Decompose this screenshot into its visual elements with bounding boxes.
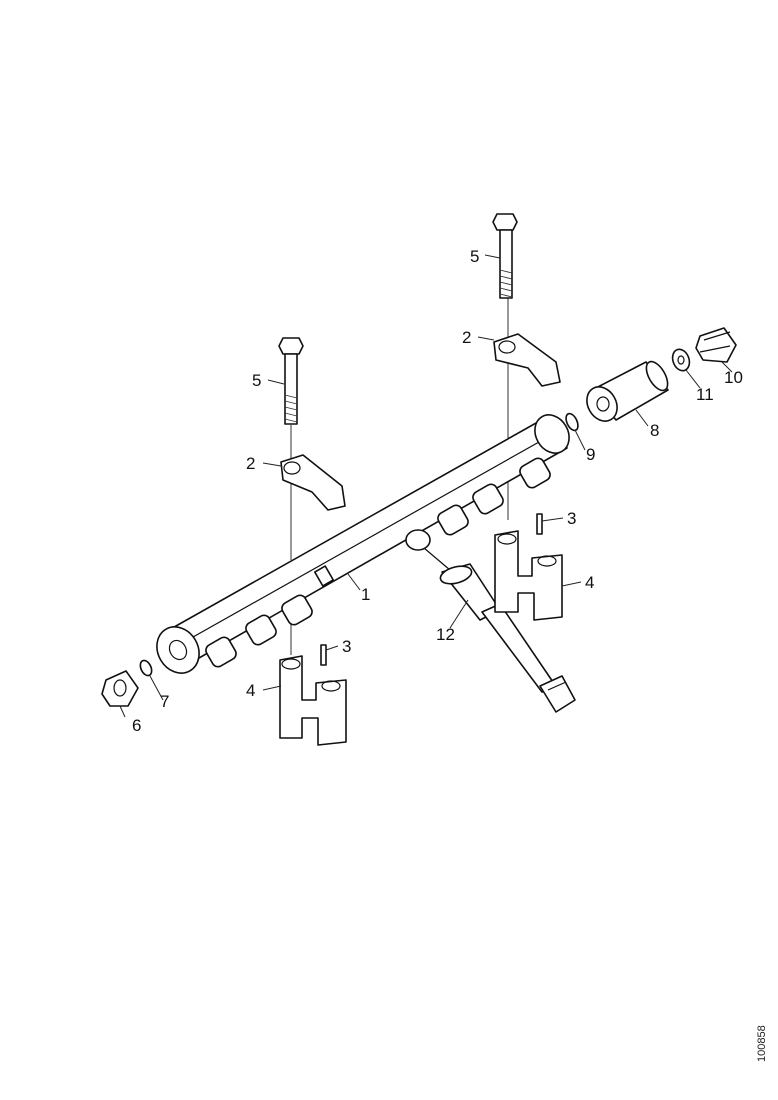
bracket-left-part-4: [279, 655, 347, 746]
callout-3-left: 3: [342, 637, 351, 656]
bracket-right-part-4: [494, 530, 563, 621]
pin-right-part-3: [536, 513, 543, 535]
callout-2-left: 2: [246, 454, 255, 473]
end-plug-part-6: [101, 670, 139, 707]
pressure-sensor-part-12: [405, 529, 576, 713]
pressure-limiter-part-8: [586, 360, 669, 422]
bolt-left-part-5: [278, 337, 304, 425]
assembly-axis-lines: [290, 295, 509, 655]
callout-12: 12: [436, 625, 455, 644]
clamp-left-part-2: [280, 454, 346, 511]
rail-outlet-bosses: [205, 457, 551, 668]
bolt-right-part-5: [492, 213, 518, 299]
callout-11: 11: [696, 385, 714, 404]
callout-2-right: 2: [462, 328, 471, 347]
callout-3-right: 3: [567, 509, 576, 528]
callout-1: 1: [361, 585, 370, 604]
callout-7: 7: [160, 692, 169, 711]
callout-10: 10: [724, 368, 743, 387]
callout-5-right: 5: [470, 247, 479, 266]
washer-part-7: [139, 659, 153, 677]
callout-6: 6: [132, 716, 141, 735]
callout-4-right: 4: [585, 573, 594, 592]
washer-part-11: [671, 348, 691, 372]
leader-lines: [119, 254, 733, 718]
pin-left-part-3: [320, 644, 327, 666]
seal-ring-part-9: [565, 412, 579, 432]
fuel-rail-part-1: [156, 414, 570, 674]
document-id: 100858: [756, 1025, 768, 1062]
fitting-part-10: [695, 327, 737, 363]
callout-4-left: 4: [246, 681, 255, 700]
clamp-right-part-2: [493, 333, 561, 387]
callout-9: 9: [586, 445, 595, 464]
callout-5-left: 5: [252, 371, 261, 390]
callout-8: 8: [650, 421, 659, 440]
